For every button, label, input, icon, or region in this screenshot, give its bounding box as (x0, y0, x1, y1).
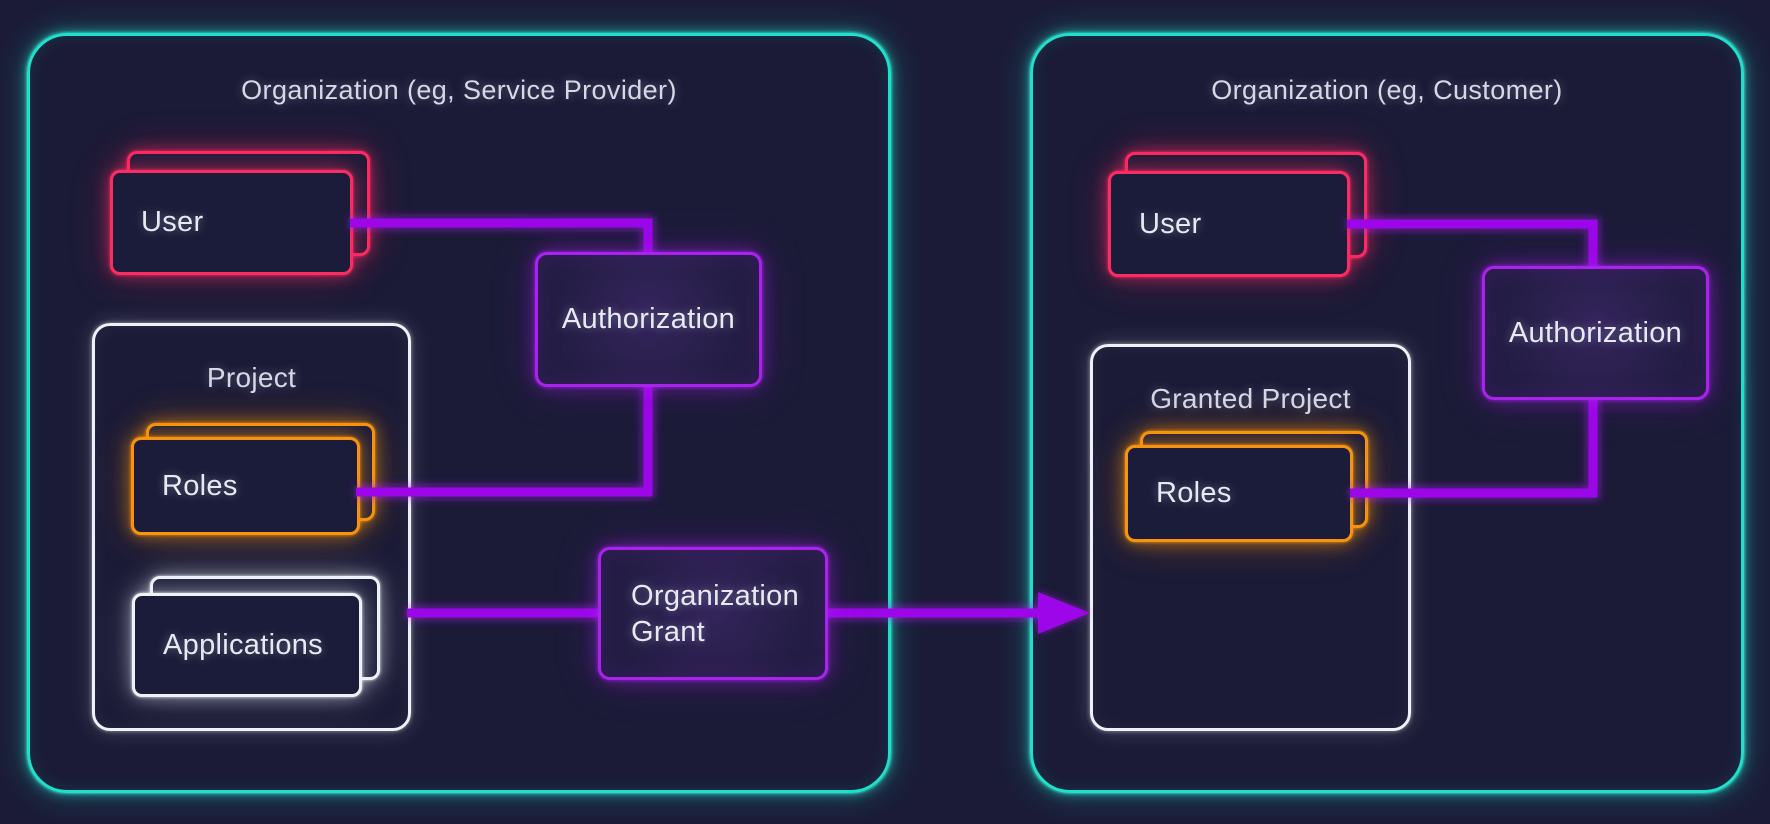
roles-box-service-provider: Roles (131, 423, 375, 535)
applications-label: Applications (163, 628, 323, 661)
project-title: Project (206, 362, 297, 393)
user-box-front-card: User (110, 170, 353, 275)
user-box-front-card: User (1108, 171, 1350, 277)
organization-service-provider-title: Organization (eg, Service Provider) (241, 75, 677, 105)
authorization-label: Authorization (561, 303, 736, 335)
user-label: User (1139, 207, 1202, 240)
applications-box: Applications (132, 576, 380, 697)
roles-box-front-card: Roles (1125, 445, 1353, 542)
applications-box-front-card: Applications (132, 593, 362, 697)
organization-customer: Organization (eg, Customer) (1030, 33, 1744, 793)
organization-grant-box: Organization Grant (598, 547, 828, 680)
authorization-label: Authorization (1508, 316, 1683, 349)
organization-grant-label: Organization Grant (631, 579, 800, 648)
authorization-box-customer: Authorization (1482, 266, 1709, 400)
authorization-box-service-provider: Authorization (535, 252, 762, 387)
granted-project-title: Granted Project (1150, 383, 1351, 414)
roles-label: Roles (1156, 477, 1232, 509)
project-container: Project (92, 323, 411, 731)
user-box-customer: User (1108, 152, 1367, 277)
organization-customer-title: Organization (eg, Customer) (1211, 75, 1563, 105)
roles-box-customer: Roles (1125, 431, 1368, 542)
roles-box-front-card: Roles (131, 437, 360, 535)
organization-service-provider: Organization (eg, Service Provider) (27, 33, 891, 793)
roles-label: Roles (162, 469, 238, 502)
granted-project-container: Granted Project (1090, 344, 1411, 731)
user-box-service-provider: User (110, 151, 370, 275)
user-label: User (141, 206, 204, 238)
